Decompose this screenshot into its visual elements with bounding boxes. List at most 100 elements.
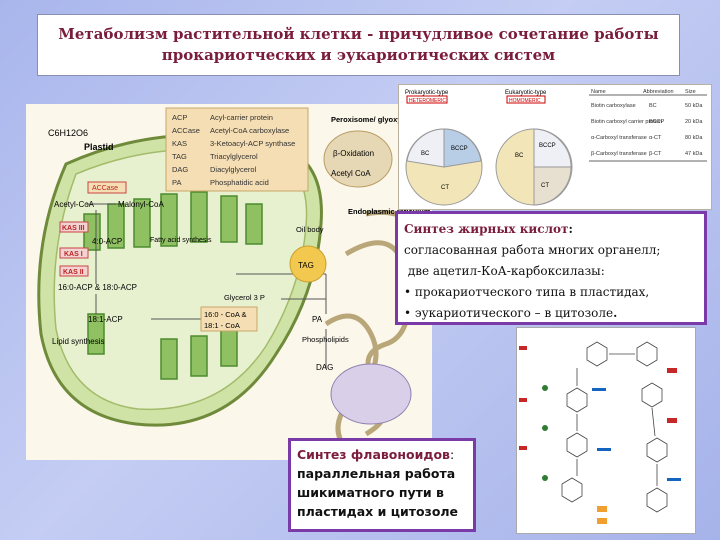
table-row-2-abbr: α-CT	[649, 135, 662, 141]
prokaryotic-subtitle: HETEROMERIC	[409, 98, 446, 104]
pathway-red-markers	[519, 346, 677, 450]
legend-full-3: Triacylglycerol	[210, 152, 258, 161]
tag-label: TAG	[298, 261, 314, 270]
table-row-3-abbr: β-CT	[649, 151, 662, 157]
eukaryotic-subtitle: HOMOMERIC	[509, 98, 541, 104]
glucose-formula: C6H12O6	[48, 128, 88, 138]
pa-label: PA	[312, 315, 323, 324]
pathway-blue-markers	[592, 388, 681, 481]
eukaryotic-bccp: BCCP	[539, 143, 556, 149]
kas3-box	[59, 221, 89, 233]
legend-abbr-3: TAG	[172, 152, 187, 161]
enzyme-table-grid: Name Abbreviation Size Biotin carboxylas…	[589, 89, 707, 162]
c4-acp-label: 4:0-ACP	[92, 237, 122, 246]
coa-box-line1: 16:0 - CoA &	[204, 310, 247, 319]
legend-full-1: Acetyl-CoA carboxylase	[210, 126, 289, 135]
kas1-label: KAS I	[64, 251, 83, 258]
title-line-1: Метаболизм растительной клетки - причудл…	[58, 25, 659, 43]
thylakoid-stacks	[83, 191, 263, 380]
glycerol-label: Glycerol 3 P	[224, 293, 265, 302]
flavonoid-line-1: параллельная работа	[297, 466, 456, 481]
plastid-label: Plastid	[84, 142, 114, 152]
legend-full-4: Diacylglycerol	[210, 165, 257, 174]
pathway-structures	[561, 341, 668, 513]
malonyl-coa-label: Malonyl-CoA	[118, 200, 164, 209]
fatty-acid-bullet-2-end: .	[613, 306, 618, 320]
cell-diagram-svg: ACP Acyl-carrier protein ACCase Acetyl-C…	[37, 107, 431, 451]
flavonoid-heading: Синтез флавоноидов	[297, 447, 450, 462]
table-row-0-name: Biotin carboxylase	[591, 103, 636, 109]
table-row-1-size: 20 kDa	[685, 119, 703, 125]
prokaryotic-type-label: Prokaryotic-type	[405, 90, 449, 96]
c16-acp-label: 16:0-ACP & 18:0-ACP	[58, 283, 137, 292]
c18-1-acp-label: 18:1-ACP	[88, 315, 123, 324]
peroxisome-label: Peroxisome/ glyoxysome	[331, 115, 421, 124]
abbreviation-legend-box	[165, 107, 309, 192]
title-line-2: прокариотческих и эукариотических систем	[161, 46, 556, 64]
phospholipids-label: Phospholipids	[302, 335, 349, 344]
legend-abbr-2: KAS	[172, 139, 187, 148]
pathway-orange-markers	[597, 506, 607, 524]
oil-body-label: Oil body	[296, 225, 324, 234]
peroxisome-shape	[323, 130, 393, 188]
prokaryotic-bc: BC	[421, 151, 430, 157]
accase-figure-svg: Prokaryotic-type HETEROMERIC Eukaryotic-…	[405, 89, 707, 206]
eukaryotic-bc: BC	[515, 153, 524, 159]
eukaryotic-ct: CT	[541, 183, 549, 189]
legend-abbr-0: ACP	[172, 113, 187, 122]
table-row-1-abbr: BCCP	[649, 119, 665, 125]
slide-title: Метаболизм растительной клетки - причудл…	[37, 14, 680, 76]
pathway-green-markers	[542, 385, 548, 481]
legend-abbr-4: DAG	[172, 165, 188, 174]
plant-cell-diagram: ACP Acyl-carrier protein ACCase Acetyl-C…	[26, 104, 432, 460]
legend-abbr-1: ACCase	[172, 126, 200, 135]
lipid-synthesis-label: Lipid synthesis	[52, 337, 104, 346]
fatty-acid-bullet-1: • прокариотческого типа в пластидах,	[404, 285, 650, 299]
table-header-abbr: Abbreviation	[643, 89, 674, 95]
legend-full-0: Acyl-carrier protein	[210, 113, 273, 122]
acetyl-coa-peroxisome: Acetyl CoA	[331, 169, 371, 178]
fatty-acid-heading-line: Синтез жирных кислот:	[404, 219, 698, 240]
kas2-label: KAS II	[63, 269, 84, 276]
coa-box-line2: 18:1 - CoA	[204, 321, 240, 330]
coa-box	[200, 306, 258, 332]
flavonoid-pathway-svg	[519, 341, 681, 524]
fatty-acid-bullet-2: • эукариотического – в цитозоле	[404, 306, 614, 320]
prokaryotic-bccp: BCCP	[451, 146, 468, 152]
accase-label: ACCase	[92, 185, 118, 192]
abbreviation-legend: ACP Acyl-carrier protein ACCase Acetyl-C…	[172, 113, 295, 187]
fatty-acid-heading: Синтез жирных кислот	[404, 222, 569, 236]
fatty-acid-line-2: две ацетил-КоА-карбоксилазы:	[404, 264, 605, 278]
flavonoid-heading-colon: :	[449, 447, 455, 462]
fatty-acid-bullet-2-line: • эукариотического – в цитозоле.	[404, 303, 698, 324]
dag-label: DAG	[316, 363, 333, 372]
table-row-1-name: Biotin carboxyl carrier protein	[591, 119, 662, 125]
flavonoid-heading-line: Синтез флавоноидов:	[297, 445, 467, 464]
legend-full-5: Phosphatidic acid	[210, 178, 269, 187]
kas3-label: KAS III	[62, 225, 85, 232]
table-row-0-size: 50 kDa	[685, 103, 703, 109]
table-row-2-name: α-Carboxyl transferase	[591, 135, 647, 141]
flavonoid-synthesis-box: Синтез флавоноидов: параллельная работа …	[288, 438, 476, 532]
legend-abbr-5: PA	[172, 178, 181, 187]
b-oxidation-label: β-Oxidation	[333, 149, 374, 158]
fatty-acid-synthesis-box: Синтез жирных кислот: согласованная рабо…	[395, 211, 707, 325]
table-header-size: Size	[685, 89, 696, 95]
eukaryotic-type-label: Eukaryotic-type	[505, 90, 547, 96]
flavonoid-line-2: шикиматного пути в	[297, 485, 444, 500]
flavonoid-pathway-figure	[516, 327, 696, 534]
accase-box	[87, 181, 127, 194]
flavonoid-line-3: пластидах и цитозоле	[297, 504, 459, 519]
kas1-box	[59, 247, 89, 259]
er-label: Endoplasmic reticulum	[348, 207, 431, 216]
oil-body-shape	[289, 245, 327, 283]
mitochondrion-shape	[330, 363, 412, 425]
table-row-3-name: β-Carboxyl transferase	[591, 151, 647, 157]
table-header-name: Name	[591, 89, 606, 95]
table-row-3-size: 47 kDa	[685, 151, 703, 157]
fatty-acid-line-1: согласованная работа многих органелл;	[404, 243, 661, 257]
kas2-box	[59, 265, 89, 277]
fatty-acid-heading-colon: :	[568, 222, 573, 236]
table-row-2-size: 80 kDa	[685, 135, 703, 141]
legend-full-2: 3-Ketoacyl-ACP synthase	[210, 139, 295, 148]
